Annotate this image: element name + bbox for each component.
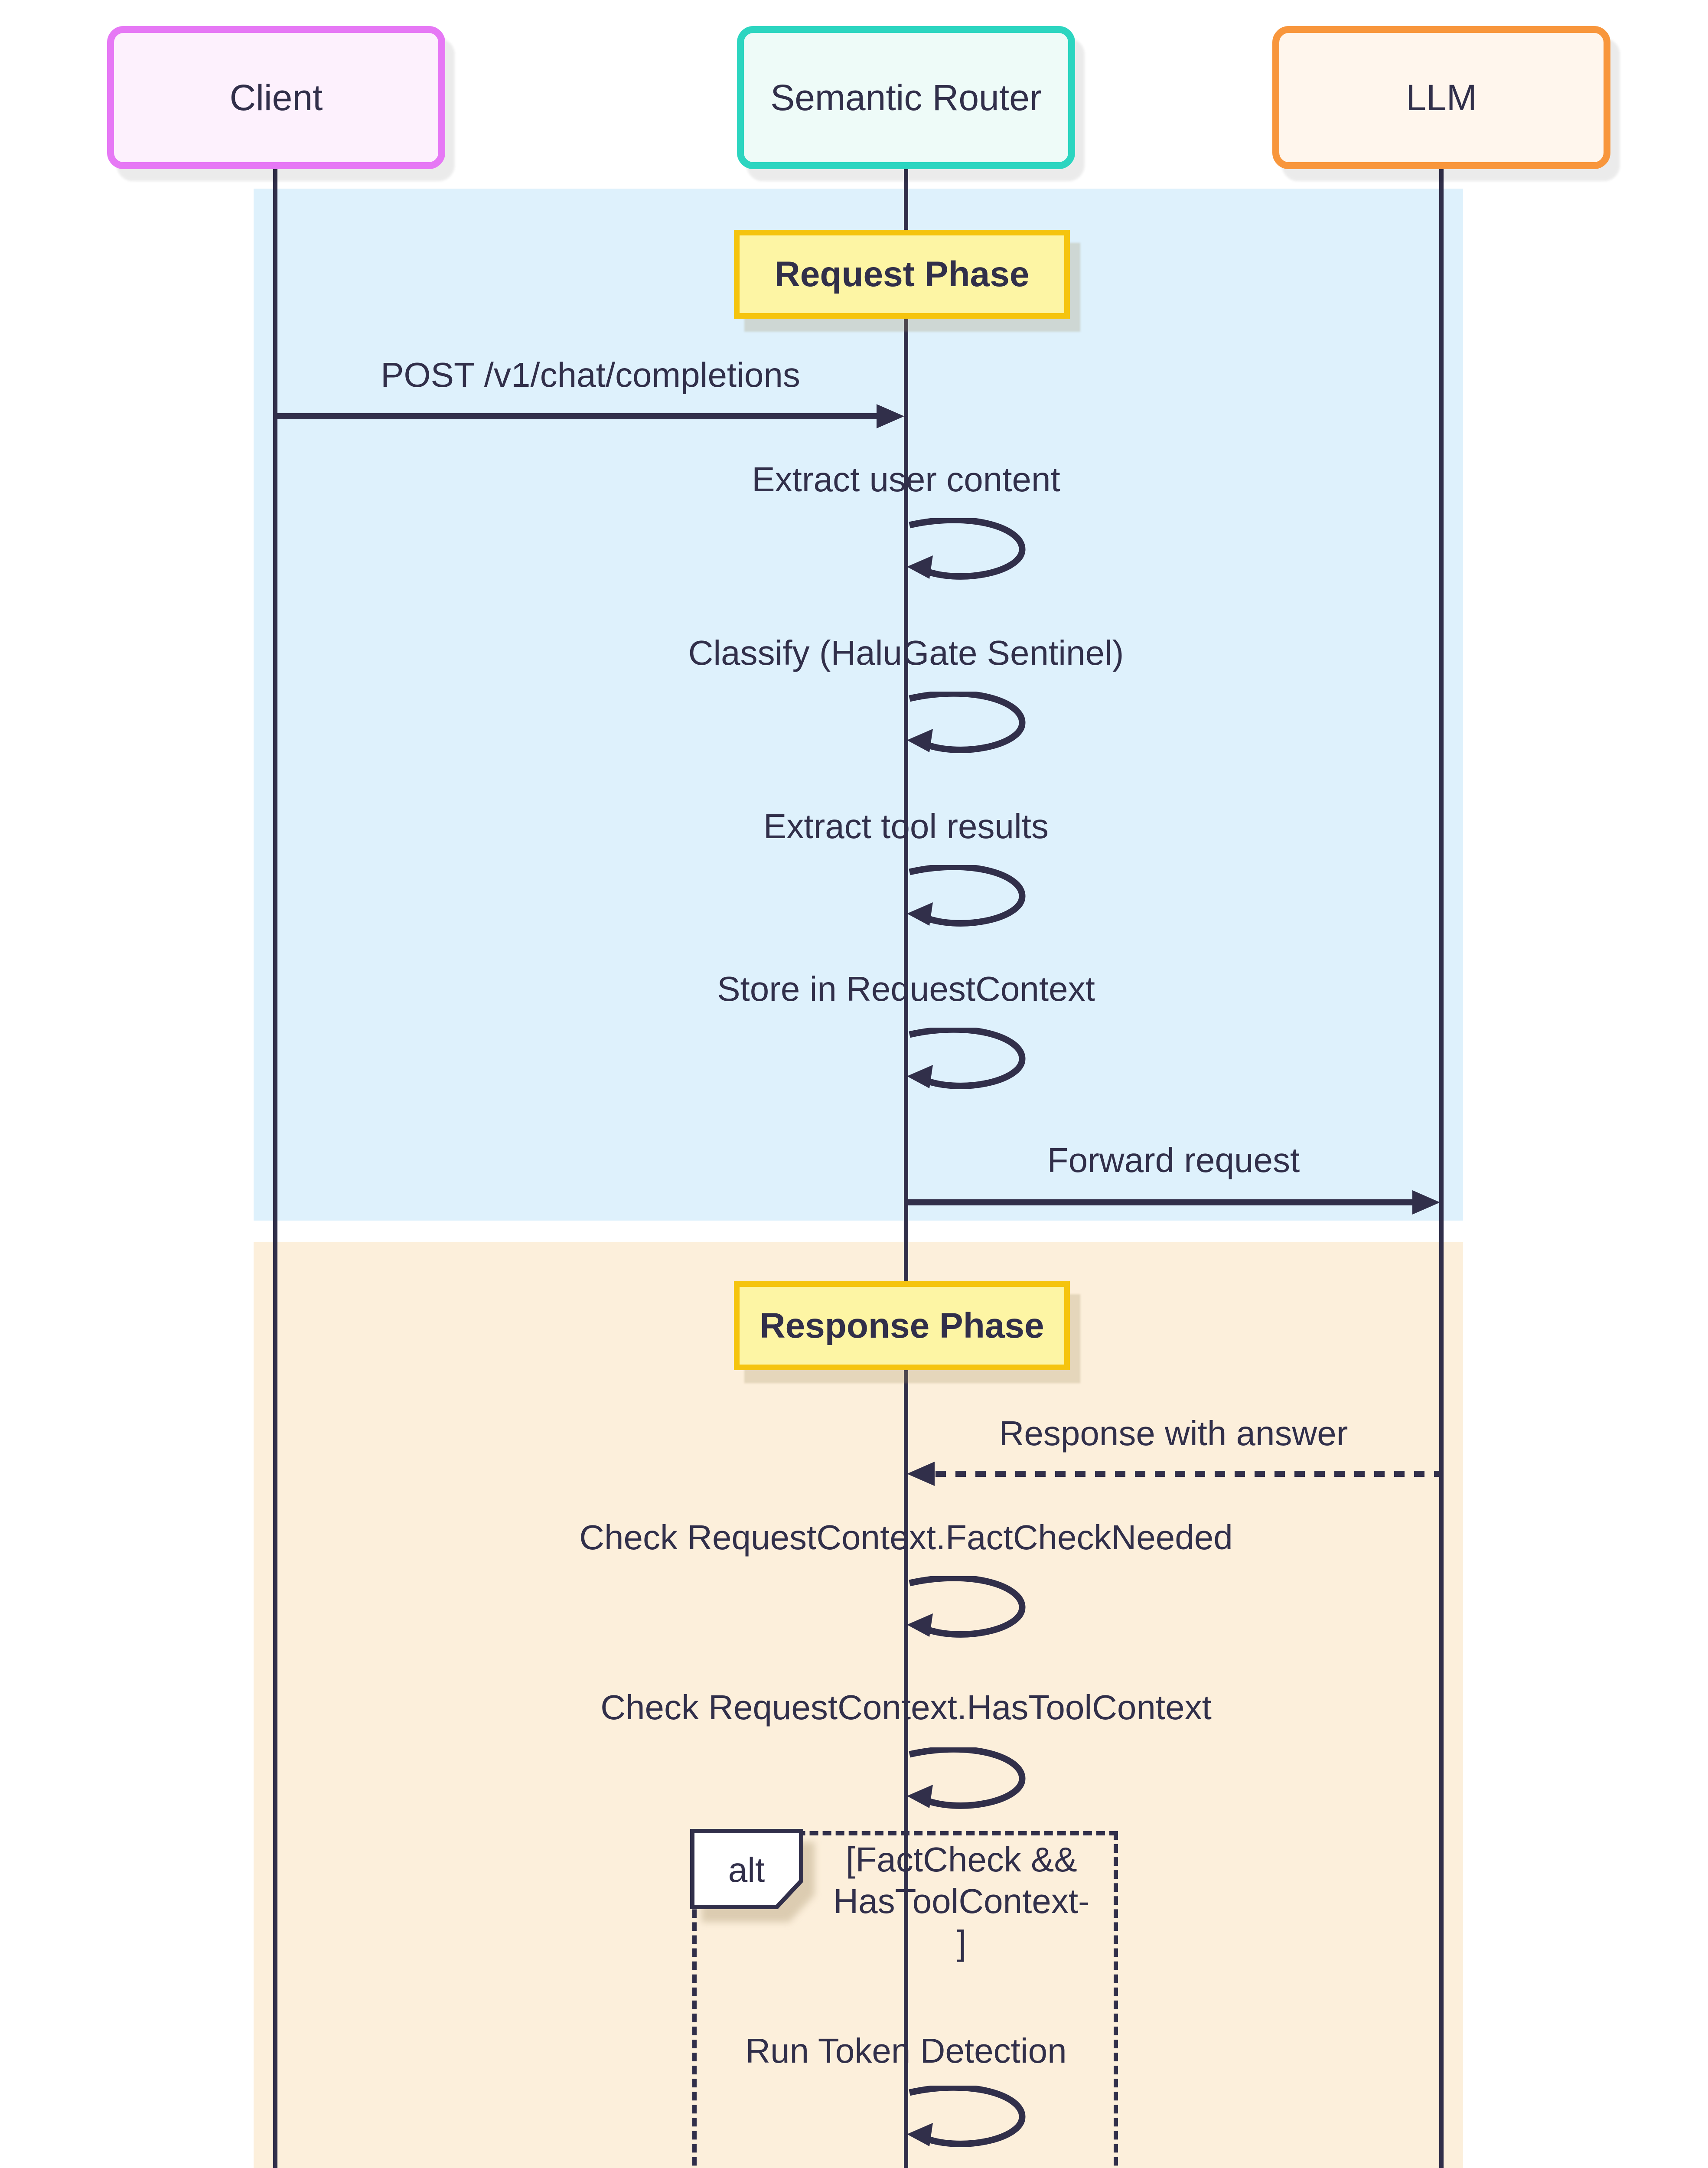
arrow-right-icon — [877, 404, 904, 428]
lifeline-semantic-router — [904, 169, 908, 2168]
lifeline-client — [273, 169, 277, 2168]
self-loop-arrow-icon — [907, 1747, 1026, 1809]
lifeline-llm — [1439, 169, 1444, 2168]
message-run-token-label: Run Token Detection — [745, 2031, 1067, 2070]
arrow-left-icon — [907, 1462, 935, 1486]
message-forward-line — [906, 1199, 1418, 1205]
alt-fragment-box — [692, 1831, 1118, 2168]
self-loop-arrow-icon — [907, 865, 1026, 927]
alt-if-condition-line: HasToolContext- — [833, 1882, 1090, 1920]
message-store-ctx-label: Store in RequestContext — [717, 970, 1095, 1008]
alt-label-frame — [690, 1829, 803, 1909]
response-phase-label: Response Phase — [759, 1306, 1044, 1345]
actor-llm-top: LLM — [1272, 26, 1610, 169]
actor-client-top: Client — [107, 26, 445, 169]
message-post-line — [275, 413, 880, 419]
actor-client-label: Client — [229, 77, 323, 118]
alt-if-condition: [FactCheck && HasToolContext- ] — [788, 1839, 1135, 1964]
message-extract-user-label: Extract user content — [752, 460, 1060, 499]
message-post-label: POST /v1/chat/completions — [381, 356, 800, 394]
self-loop-arrow-icon — [907, 1028, 1026, 1089]
alt-label: alt — [728, 1851, 765, 1889]
actor-llm-label: LLM — [1406, 77, 1477, 118]
actor-router-label: Semantic Router — [770, 77, 1042, 118]
request-phase-label: Request Phase — [774, 254, 1030, 294]
actor-semantic-router-top: Semantic Router — [737, 26, 1075, 169]
message-extract-tool-label: Extract tool results — [763, 807, 1049, 846]
request-phase-band — [254, 189, 1463, 1221]
message-check-toolctx-label: Check RequestContext.HasToolContext — [600, 1688, 1212, 1727]
message-classify-label: Classify (HaluGate Sentinel) — [688, 633, 1124, 672]
self-loop-arrow-icon — [907, 692, 1026, 753]
message-check-factcheck-label: Check RequestContext.FactCheckNeeded — [579, 1518, 1233, 1557]
arrow-right-icon — [1412, 1190, 1440, 1215]
response-phase-title: Response Phase — [734, 1281, 1070, 1370]
message-forward-label: Forward request — [1047, 1141, 1300, 1179]
response-phase-band — [254, 1242, 1463, 2168]
self-loop-arrow-icon — [907, 2086, 1026, 2147]
message-response-answer-line — [935, 1471, 1441, 1477]
self-loop-arrow-icon — [907, 518, 1026, 580]
request-phase-title: Request Phase — [734, 230, 1070, 319]
alt-if-condition-line: ] — [956, 1923, 967, 1962]
self-loop-arrow-icon — [907, 1576, 1026, 1638]
alt-if-condition-line: [FactCheck && — [846, 1840, 1077, 1879]
message-response-answer-label: Response with answer — [999, 1414, 1348, 1453]
